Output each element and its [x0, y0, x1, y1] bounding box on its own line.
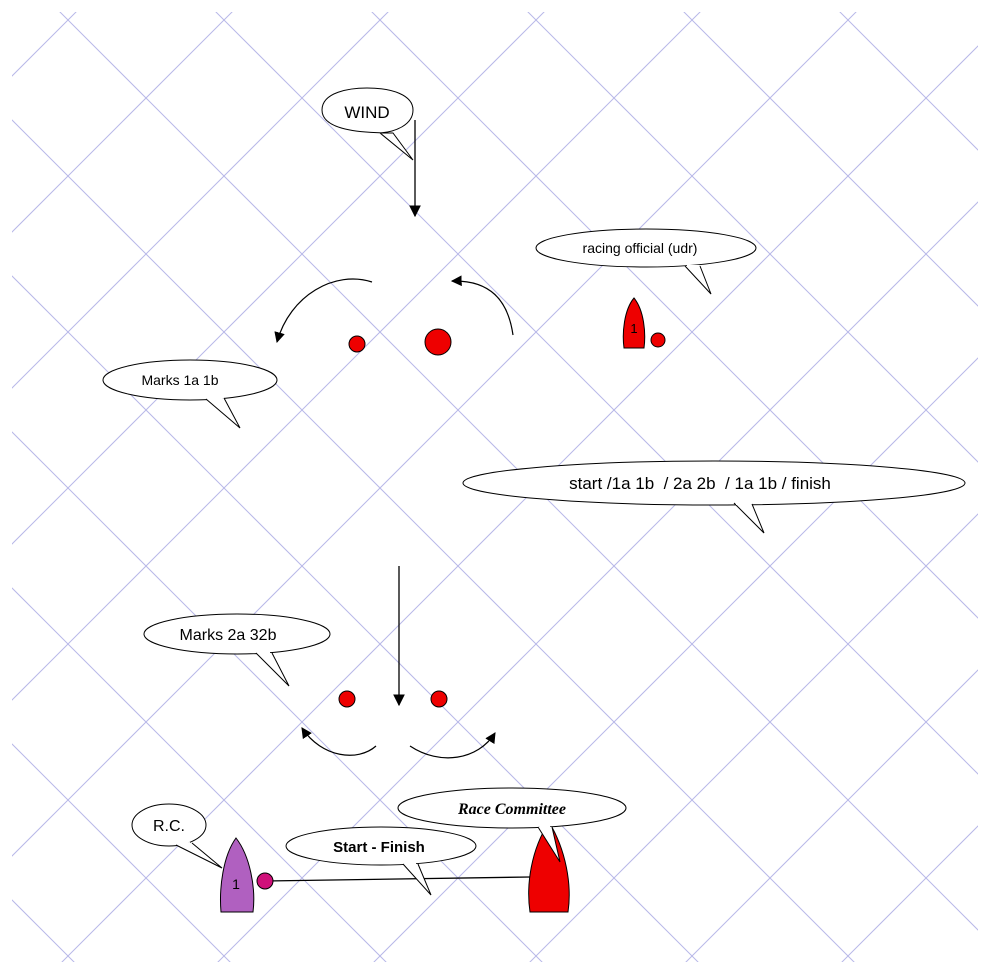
rc-buoy — [256, 872, 274, 890]
start-finish-line — [265, 876, 531, 882]
udr-buoy — [650, 332, 666, 348]
rc-label: R.C. — [153, 818, 185, 835]
race-committee-callout: Race Committee — [397, 787, 627, 863]
marks-top-label: Marks 1a 1b — [141, 372, 218, 388]
start-finish-label: Start - Finish — [333, 839, 425, 856]
rounding-arrow-right-top — [450, 275, 514, 336]
mark-1b — [424, 328, 452, 356]
mark-1a — [348, 335, 366, 353]
grid-line — [529, 513, 978, 962]
grid-line — [841, 825, 978, 962]
rc-boat-number: 1 — [232, 876, 240, 892]
grid-line — [685, 669, 978, 962]
grid-line — [12, 12, 233, 233]
udr-boat-number: 1 — [630, 321, 637, 336]
grid-line — [12, 12, 77, 77]
rc-boat: 1 — [220, 837, 255, 913]
grid-line — [12, 12, 389, 389]
marks-bottom-callout: Marks 2a 32b — [143, 613, 331, 687]
wind-callout: WIND — [321, 87, 414, 161]
grid-line — [527, 12, 978, 463]
racing-official-callout: racing official (udr) — [535, 228, 757, 295]
marks-bottom-label: Marks 2a 32b — [180, 627, 277, 644]
mark-2b — [430, 690, 448, 708]
marks-top-callout: Marks 1a 1b — [102, 359, 278, 429]
grid-line — [12, 587, 387, 962]
grid-line — [984, 0, 988, 971]
rounding-arrow-left-top — [274, 278, 373, 344]
rounding-arrow-right-bottom — [409, 732, 496, 759]
udr-boat: 1 — [622, 297, 646, 349]
grid-line — [12, 12, 857, 857]
grid-line — [12, 275, 699, 962]
grid-line — [12, 119, 855, 962]
course-callout: start /1a 1b / 2a 2b / 1a 1b / finish — [462, 460, 966, 534]
rounding-arrow-left-bottom — [301, 727, 377, 756]
course-label: start /1a 1b / 2a 2b / 1a 1b / finish — [569, 474, 831, 493]
racing-official-label: racing official (udr) — [583, 240, 698, 256]
grid-line — [12, 12, 545, 545]
wind-label: WIND — [344, 103, 389, 122]
grid-line — [683, 12, 978, 307]
race-committee-label: Race Committee — [457, 801, 566, 818]
start-finish-callout: Start - Finish — [285, 826, 477, 896]
committee-boat — [528, 821, 570, 913]
grid-line — [12, 12, 701, 701]
grid-line — [12, 743, 231, 962]
rc-callout: R.C. — [131, 803, 223, 869]
grid-line — [12, 899, 75, 962]
mark-2a — [338, 690, 356, 708]
